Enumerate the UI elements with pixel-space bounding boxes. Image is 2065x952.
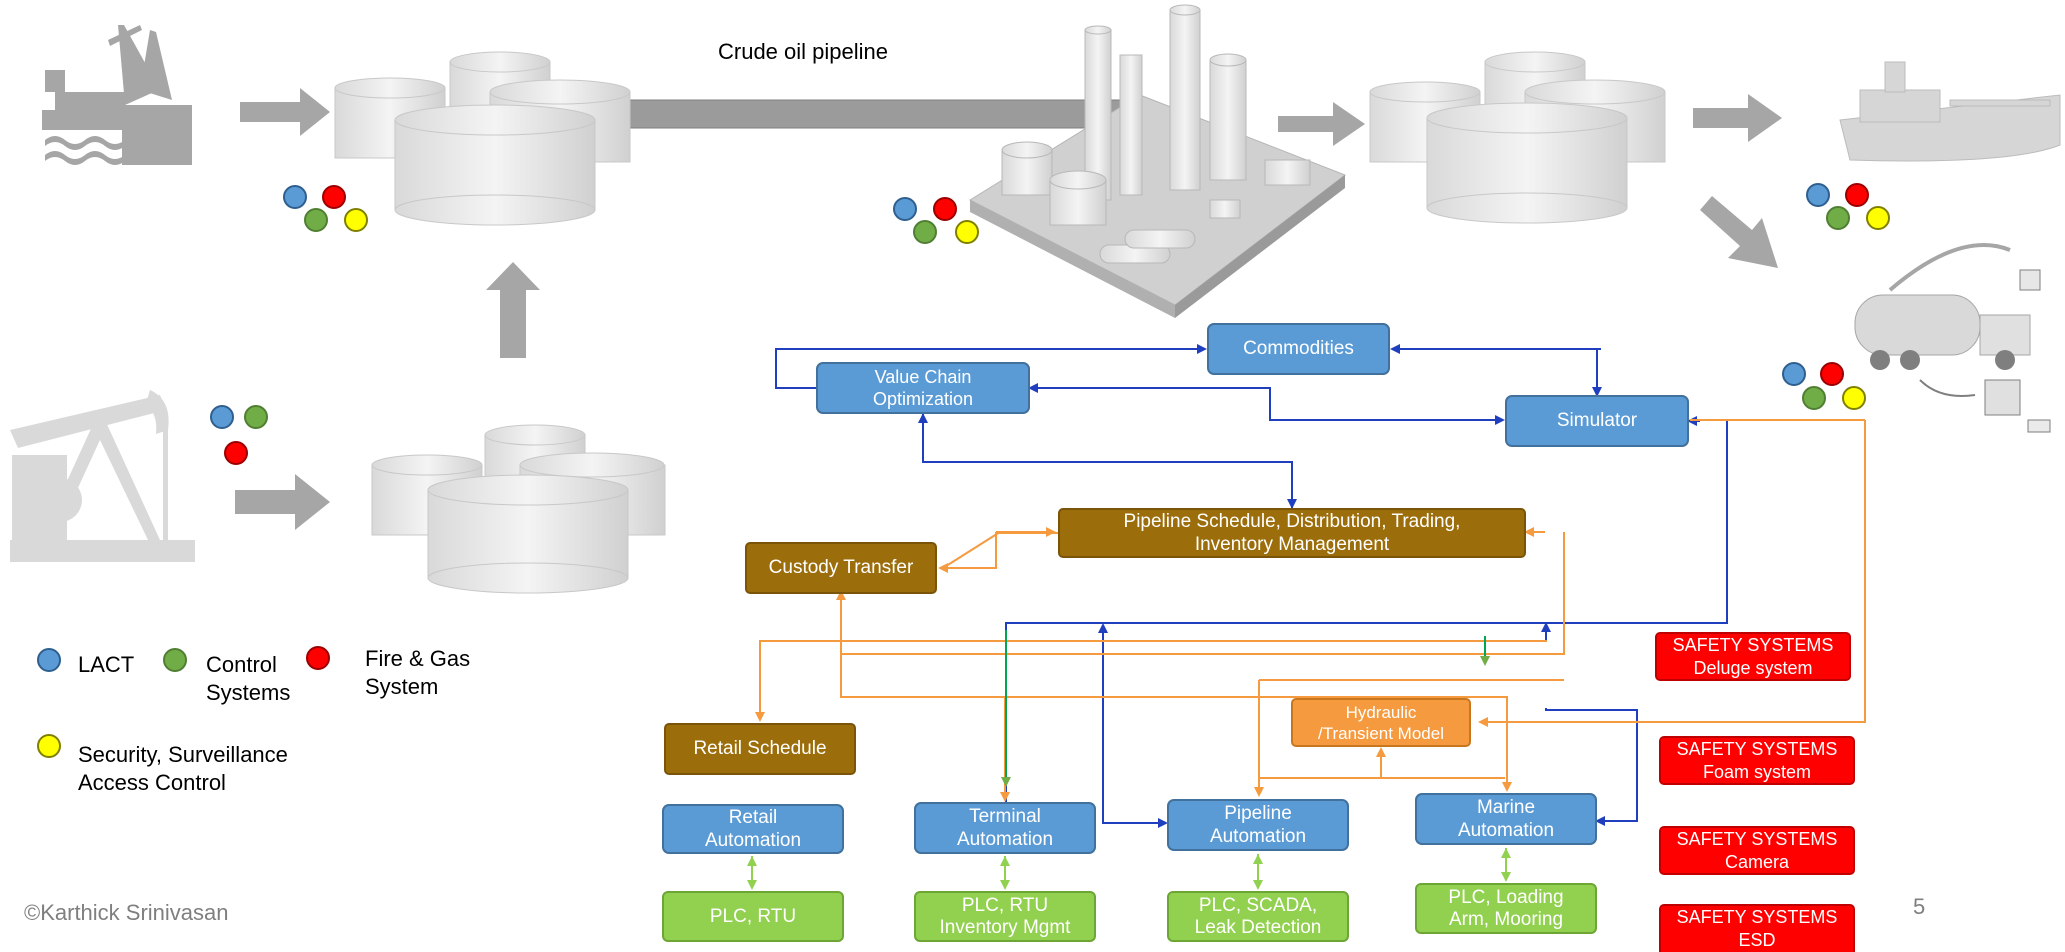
legend-security-label-2: Access Control <box>78 770 226 795</box>
pumpjack-icon <box>10 390 195 562</box>
safety-esd-box: SAFETY SYSTEMS ESD <box>1659 904 1855 952</box>
terminal-automation-label-1: Terminal <box>969 806 1041 827</box>
pipeline-schedule-box: Pipeline Schedule, Distribution, Trading… <box>1058 508 1526 558</box>
terminal-automation-label-2: Automation <box>956 829 1054 850</box>
security-dot <box>1866 206 1890 230</box>
fire-gas-dot <box>224 441 248 465</box>
value-chain-label-2: Optimization <box>872 389 974 409</box>
marine-automation-label-2: Automation <box>1457 820 1555 841</box>
security-dot <box>344 208 368 232</box>
storage-tank-icon <box>1369 51 1666 224</box>
plc-loading-box: PLC, Loading Arm, Mooring <box>1415 883 1597 934</box>
simulator-label: Simulator <box>1556 410 1638 431</box>
legend-control-dot <box>163 648 187 672</box>
storage-tank-icon <box>371 424 666 594</box>
security-dot <box>955 220 979 244</box>
plc-loading-label-2: Arm, Mooring <box>1448 908 1564 930</box>
tanker-ship-icon <box>1839 61 2061 162</box>
safety-deluge-label: Deluge system <box>1693 657 1813 678</box>
safety-foam-label: Foam system <box>1702 761 1812 782</box>
hydraulic-label-2: /Transient Model <box>1318 723 1444 743</box>
plc-rtu-inventory-label-2: Inventory Mgmt <box>939 916 1071 938</box>
terminal-automation-box: Terminal Automation <box>914 802 1096 854</box>
safety-esd-title: SAFETY SYSTEMS <box>1676 907 1838 927</box>
retail-schedule-label: Retail Schedule <box>693 738 827 759</box>
lact-dot <box>1782 362 1806 386</box>
commodities-label: Commodities <box>1243 338 1354 359</box>
crude-pipeline-icon <box>624 99 1126 129</box>
legend-fire-gas-label-2: System <box>365 674 439 699</box>
port-crane-icon <box>42 25 192 165</box>
safety-foam-box: SAFETY SYSTEMS Foam system <box>1659 736 1855 785</box>
plc-scada-label-1: PLC, SCADA, <box>1198 894 1318 916</box>
plc-rtu-inventory-box: PLC, RTU Inventory Mgmt <box>914 891 1096 942</box>
fire-gas-dot <box>1820 362 1844 386</box>
legend-lact-dot <box>37 648 61 672</box>
lact-dot <box>210 405 234 429</box>
safety-foam-title: SAFETY SYSTEMS <box>1676 738 1838 759</box>
fire-gas-dot <box>322 185 346 209</box>
plc-scada-box: PLC, SCADA, Leak Detection <box>1167 891 1349 942</box>
plc-scada-label-2: Leak Detection <box>1194 916 1322 938</box>
control-dot <box>304 208 328 232</box>
retail-automation-box: Retail Automation <box>662 804 844 854</box>
hydraulic-label-1: Hydraulic <box>1345 702 1417 722</box>
safety-camera-label: Camera <box>1724 851 1790 872</box>
lact-dot <box>283 185 307 209</box>
pipeline-automation-box: Pipeline Automation <box>1167 799 1349 851</box>
copyright: ©Karthick Srinivasan <box>24 900 229 925</box>
control-dot <box>913 220 937 244</box>
pipeline-label: Crude oil pipeline <box>718 39 888 64</box>
plc-rtu-label: PLC, RTU <box>709 905 797 927</box>
legend-lact-label: LACT <box>78 652 135 677</box>
fire-gas-dot <box>933 197 957 221</box>
pipeline-automation-label-1: Pipeline <box>1224 803 1292 824</box>
legend-fire-gas-dot <box>306 646 330 670</box>
legend-fire-gas-label-1: Fire & Gas <box>365 646 471 671</box>
pipeline-schedule-label-1: Pipeline Schedule, Distribution, Trading… <box>1123 511 1461 532</box>
storage-tank-icon <box>334 51 631 226</box>
page-number: 5 <box>1913 894 1926 919</box>
refinery-icon <box>968 4 1347 318</box>
custody-transfer-label: Custody Transfer <box>768 557 914 578</box>
control-dot <box>1802 386 1826 410</box>
safety-esd-label: ESD <box>1738 930 1776 950</box>
plc-loading-label-1: PLC, Loading <box>1448 886 1564 908</box>
plc-rtu-inventory-label-1: PLC, RTU <box>961 894 1049 916</box>
retail-schedule-box: Retail Schedule <box>664 723 856 775</box>
legend-control-label-2: Systems <box>206 680 291 705</box>
lact-dot <box>1806 183 1830 207</box>
value-chain-box: Value Chain Optimization <box>816 362 1030 414</box>
commodities-box: Commodities <box>1207 323 1390 375</box>
pipeline-automation-label-2: Automation <box>1209 826 1307 847</box>
fire-gas-dot <box>1845 183 1869 207</box>
marine-automation-box: Marine Automation <box>1415 793 1597 845</box>
lact-dot <box>893 197 917 221</box>
marine-automation-label-1: Marine <box>1476 797 1536 818</box>
control-dot <box>244 405 268 429</box>
legend-control-label-1: Control <box>206 652 277 677</box>
tanker-truck-icon <box>1854 243 2051 433</box>
safety-deluge-title: SAFETY SYSTEMS <box>1672 634 1834 655</box>
simulator-box: Simulator <box>1505 395 1689 447</box>
legend-security-dot <box>37 734 61 758</box>
retail-automation-label-2: Automation <box>704 830 802 851</box>
hydraulic-model-box: Hydraulic /Transient Model <box>1291 698 1471 747</box>
retail-automation-label-1: Retail <box>728 807 778 828</box>
legend-security-label-1: Security, Surveillance <box>78 742 288 767</box>
safety-camera-box: SAFETY SYSTEMS Camera <box>1659 826 1855 875</box>
safety-deluge-box: SAFETY SYSTEMS Deluge system <box>1655 632 1851 681</box>
custody-transfer-box: Custody Transfer <box>745 542 937 594</box>
flow-arrow-icon <box>235 88 1782 530</box>
control-dot <box>1826 206 1850 230</box>
value-chain-label-1: Value Chain <box>874 367 972 387</box>
safety-camera-title: SAFETY SYSTEMS <box>1676 828 1838 849</box>
security-dot <box>1842 386 1866 410</box>
pipeline-schedule-label-2: Inventory Management <box>1194 534 1390 555</box>
plc-rtu-box: PLC, RTU <box>662 891 844 942</box>
